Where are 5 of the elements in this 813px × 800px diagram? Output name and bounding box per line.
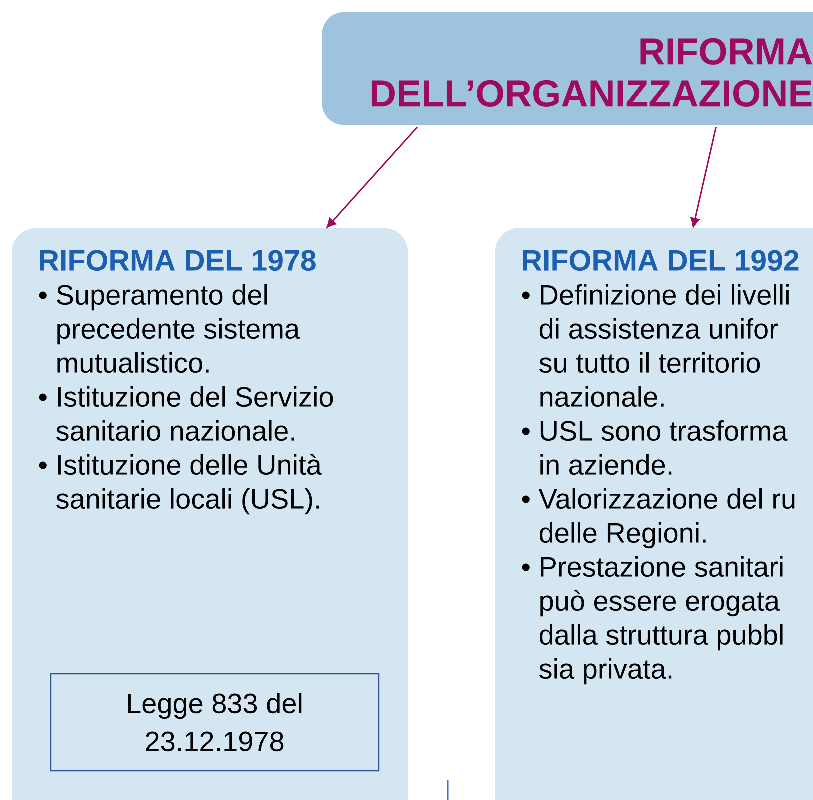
- arrow: [326, 126, 418, 228]
- law-box: Legge 833 del 23.12.1978: [50, 673, 380, 772]
- title-box: RIFORMA DELL’ORGANIZZAZIONE: [322, 12, 813, 126]
- info-card: RIFORMA DEL 1992 • Definizione dei livelli di assistenza unifor su tutto il territorio nazionale. • USL sono trasforma in aziende. • Valorizzazione del ru delle Regioni. • Prestazione sanitari può essere erogata dalla struttura pubbl sia privata.: [495, 228, 813, 800]
- arrow: [690, 127, 717, 228]
